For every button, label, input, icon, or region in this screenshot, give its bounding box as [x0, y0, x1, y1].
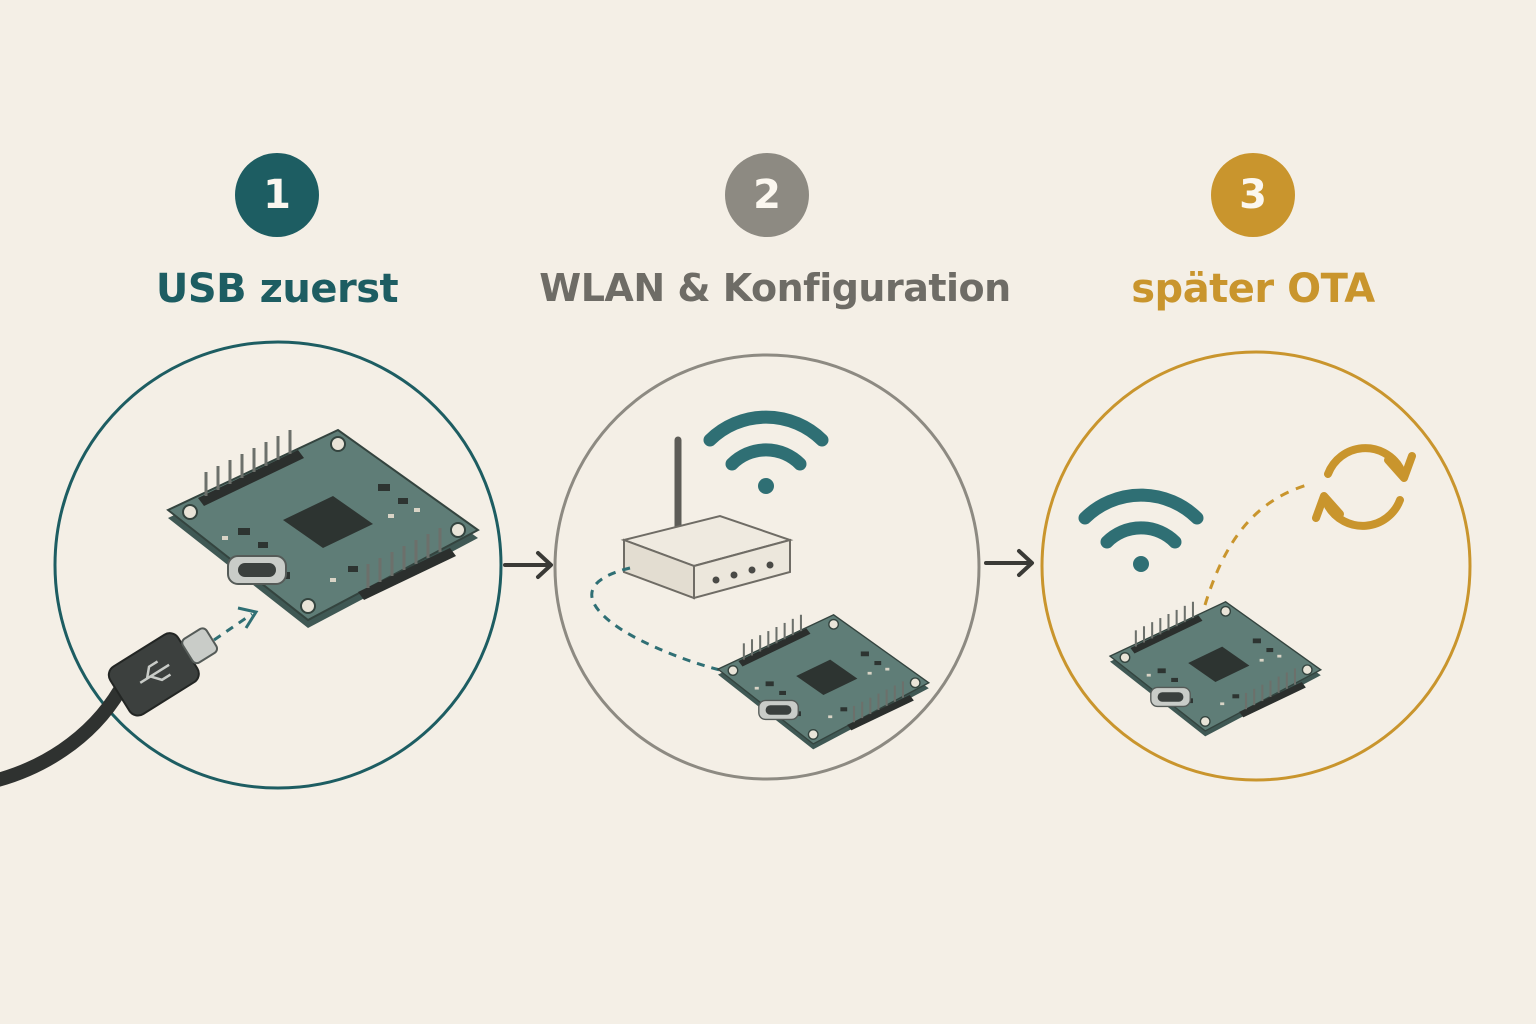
step1-circle [53, 340, 503, 790]
arrow-right-icon [503, 551, 553, 579]
step1-circuit-board-icon [166, 428, 480, 630]
step2-wifi-icon [710, 417, 822, 494]
refresh-cycle-icon [1312, 444, 1416, 530]
usb-symbol-icon [139, 660, 172, 684]
step3-circuit-board-icon [1108, 600, 1322, 738]
step1-number-badge: 1 [235, 153, 319, 237]
step3-title: später OTA [1131, 266, 1375, 312]
step3-wifi-icon [1085, 495, 1197, 572]
usb-cable-icon [0, 627, 219, 787]
step1-connect-dashed-arrow [213, 612, 253, 642]
step2-dashed-link [590, 566, 721, 672]
step2-circuit-board-icon [716, 613, 930, 751]
router-icon [620, 436, 794, 600]
step3-ota-dashed-path [1203, 482, 1311, 606]
step3-circle [1040, 350, 1472, 782]
step2-number-badge: 2 [725, 153, 809, 237]
step2-title: WLAN & Konfiguration [539, 266, 1011, 310]
arrow-right-icon [984, 549, 1034, 577]
step3-number-badge: 3 [1211, 153, 1295, 237]
step2-circle [553, 353, 981, 781]
step1-arrowhead [237, 606, 259, 629]
step1-title: USB zuerst [155, 266, 399, 312]
